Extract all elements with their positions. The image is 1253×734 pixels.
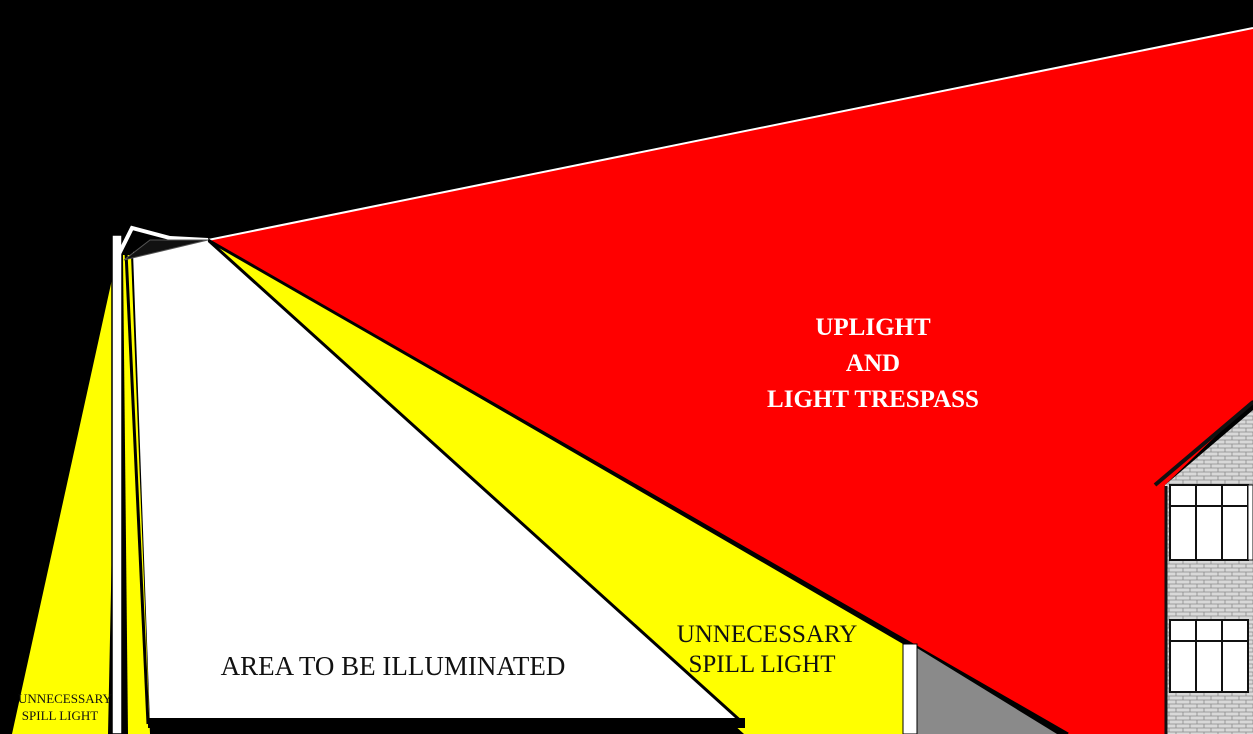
lamp-pole — [112, 235, 122, 734]
building-window-upper-side — [1248, 485, 1253, 560]
building-window-upper — [1170, 485, 1248, 560]
boundary-wall-post — [903, 644, 917, 734]
building-window-lower — [1170, 620, 1248, 692]
spill-left-label-line2: SPILL LIGHT — [22, 708, 98, 723]
area-label: AREA TO BE ILLUMINATED — [221, 651, 566, 681]
spill-left-label-line1: UNNECESSARY — [18, 691, 113, 706]
uplight-label-line3: LIGHT TRESPASS — [767, 386, 979, 413]
spill-right-label-line1: UNNECESSARY — [677, 621, 858, 648]
spill-right-label-line2: SPILL LIGHT — [689, 651, 836, 678]
target-ground-bar — [148, 718, 745, 728]
uplight-label-line1: UPLIGHT — [815, 314, 931, 341]
uplight-label-line2: AND — [846, 350, 900, 377]
